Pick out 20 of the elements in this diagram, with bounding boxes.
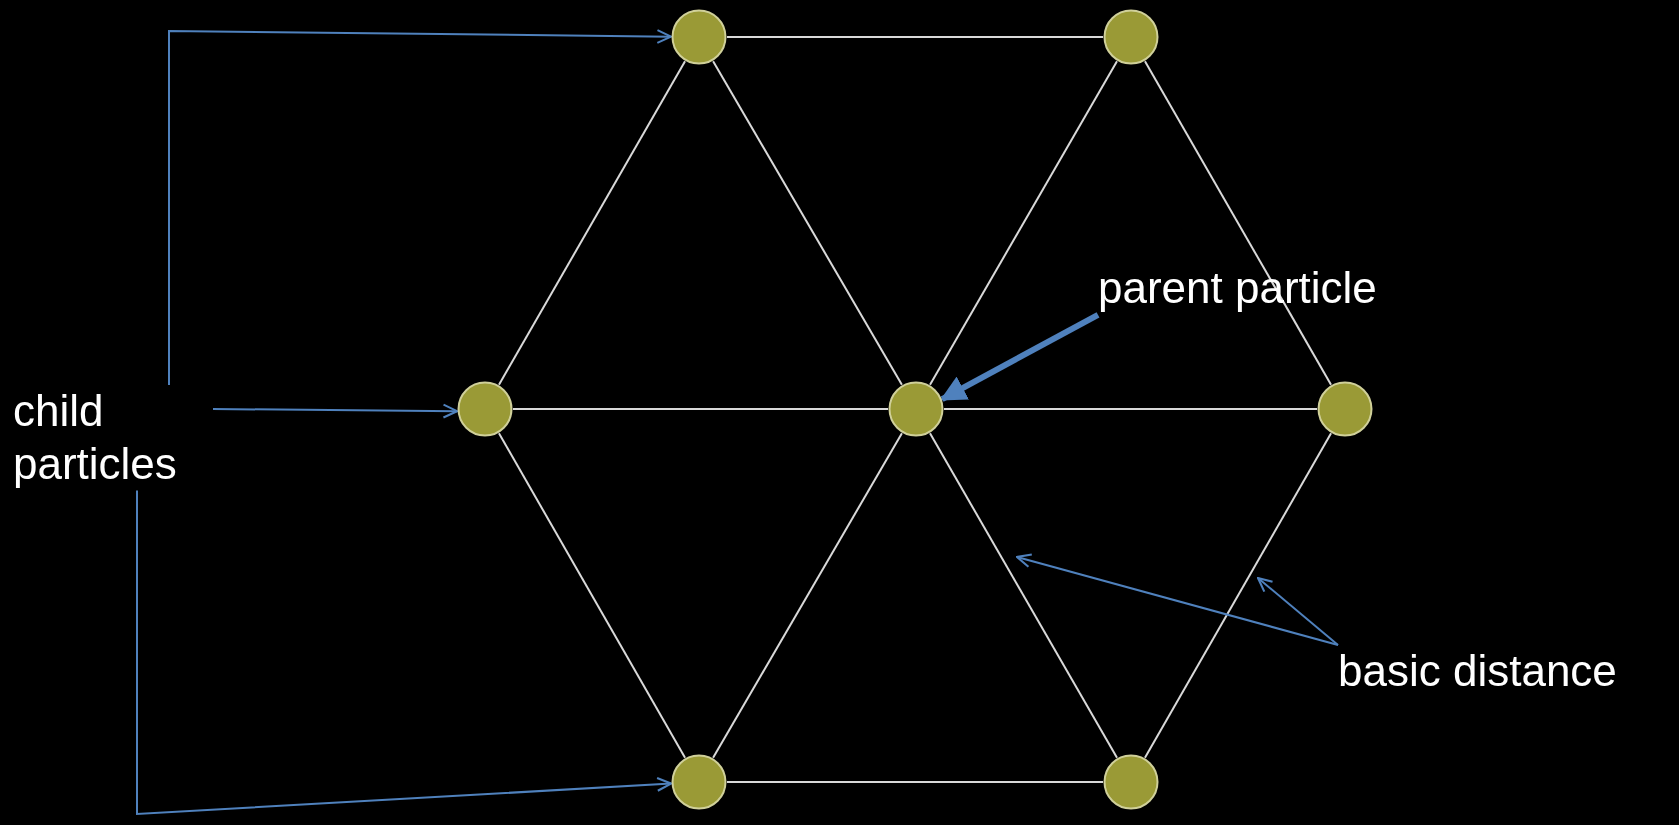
lattice-line <box>497 432 687 759</box>
callout-label: basic distance <box>1338 645 1617 697</box>
leader-arrow <box>168 29 673 386</box>
lattice-line <box>929 60 1118 386</box>
lattice-line <box>712 432 903 759</box>
lattice-line <box>943 408 1318 410</box>
leader-arrow <box>212 403 459 419</box>
lattice-line <box>1143 60 1333 386</box>
lattice-line <box>512 408 889 410</box>
lattice-line <box>726 36 1104 38</box>
lattice-line <box>712 60 903 386</box>
callout-label: child particles <box>13 385 178 490</box>
leader-arrow <box>1256 576 1339 646</box>
lattice-line <box>929 432 1118 759</box>
lattice-line <box>726 781 1104 783</box>
leader-arrow <box>136 489 673 816</box>
leader-arrow <box>939 312 1100 402</box>
lattice-line <box>497 60 687 386</box>
leader-arrow <box>1015 553 1339 646</box>
lattice-line <box>1143 432 1333 759</box>
